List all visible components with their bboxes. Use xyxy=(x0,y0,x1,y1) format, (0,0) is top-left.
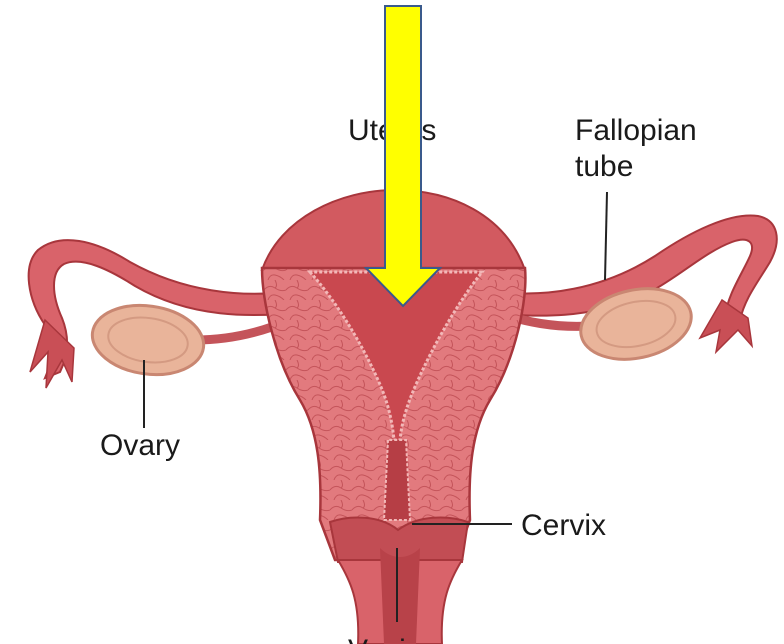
ovary-label: Ovary xyxy=(100,429,180,462)
left-fimbriae xyxy=(30,320,74,388)
vaginal-canal xyxy=(380,548,420,644)
left-ovary xyxy=(88,299,208,382)
cervical-canal xyxy=(384,440,410,520)
fallopian-tube-label-line1: Fallopian xyxy=(575,114,697,147)
fallopian-leader-line xyxy=(605,192,607,280)
cervix-label: Cervix xyxy=(521,509,606,542)
vagina-label: Vagina xyxy=(348,634,440,644)
fallopian-tube-label-line2: tube xyxy=(575,150,633,183)
